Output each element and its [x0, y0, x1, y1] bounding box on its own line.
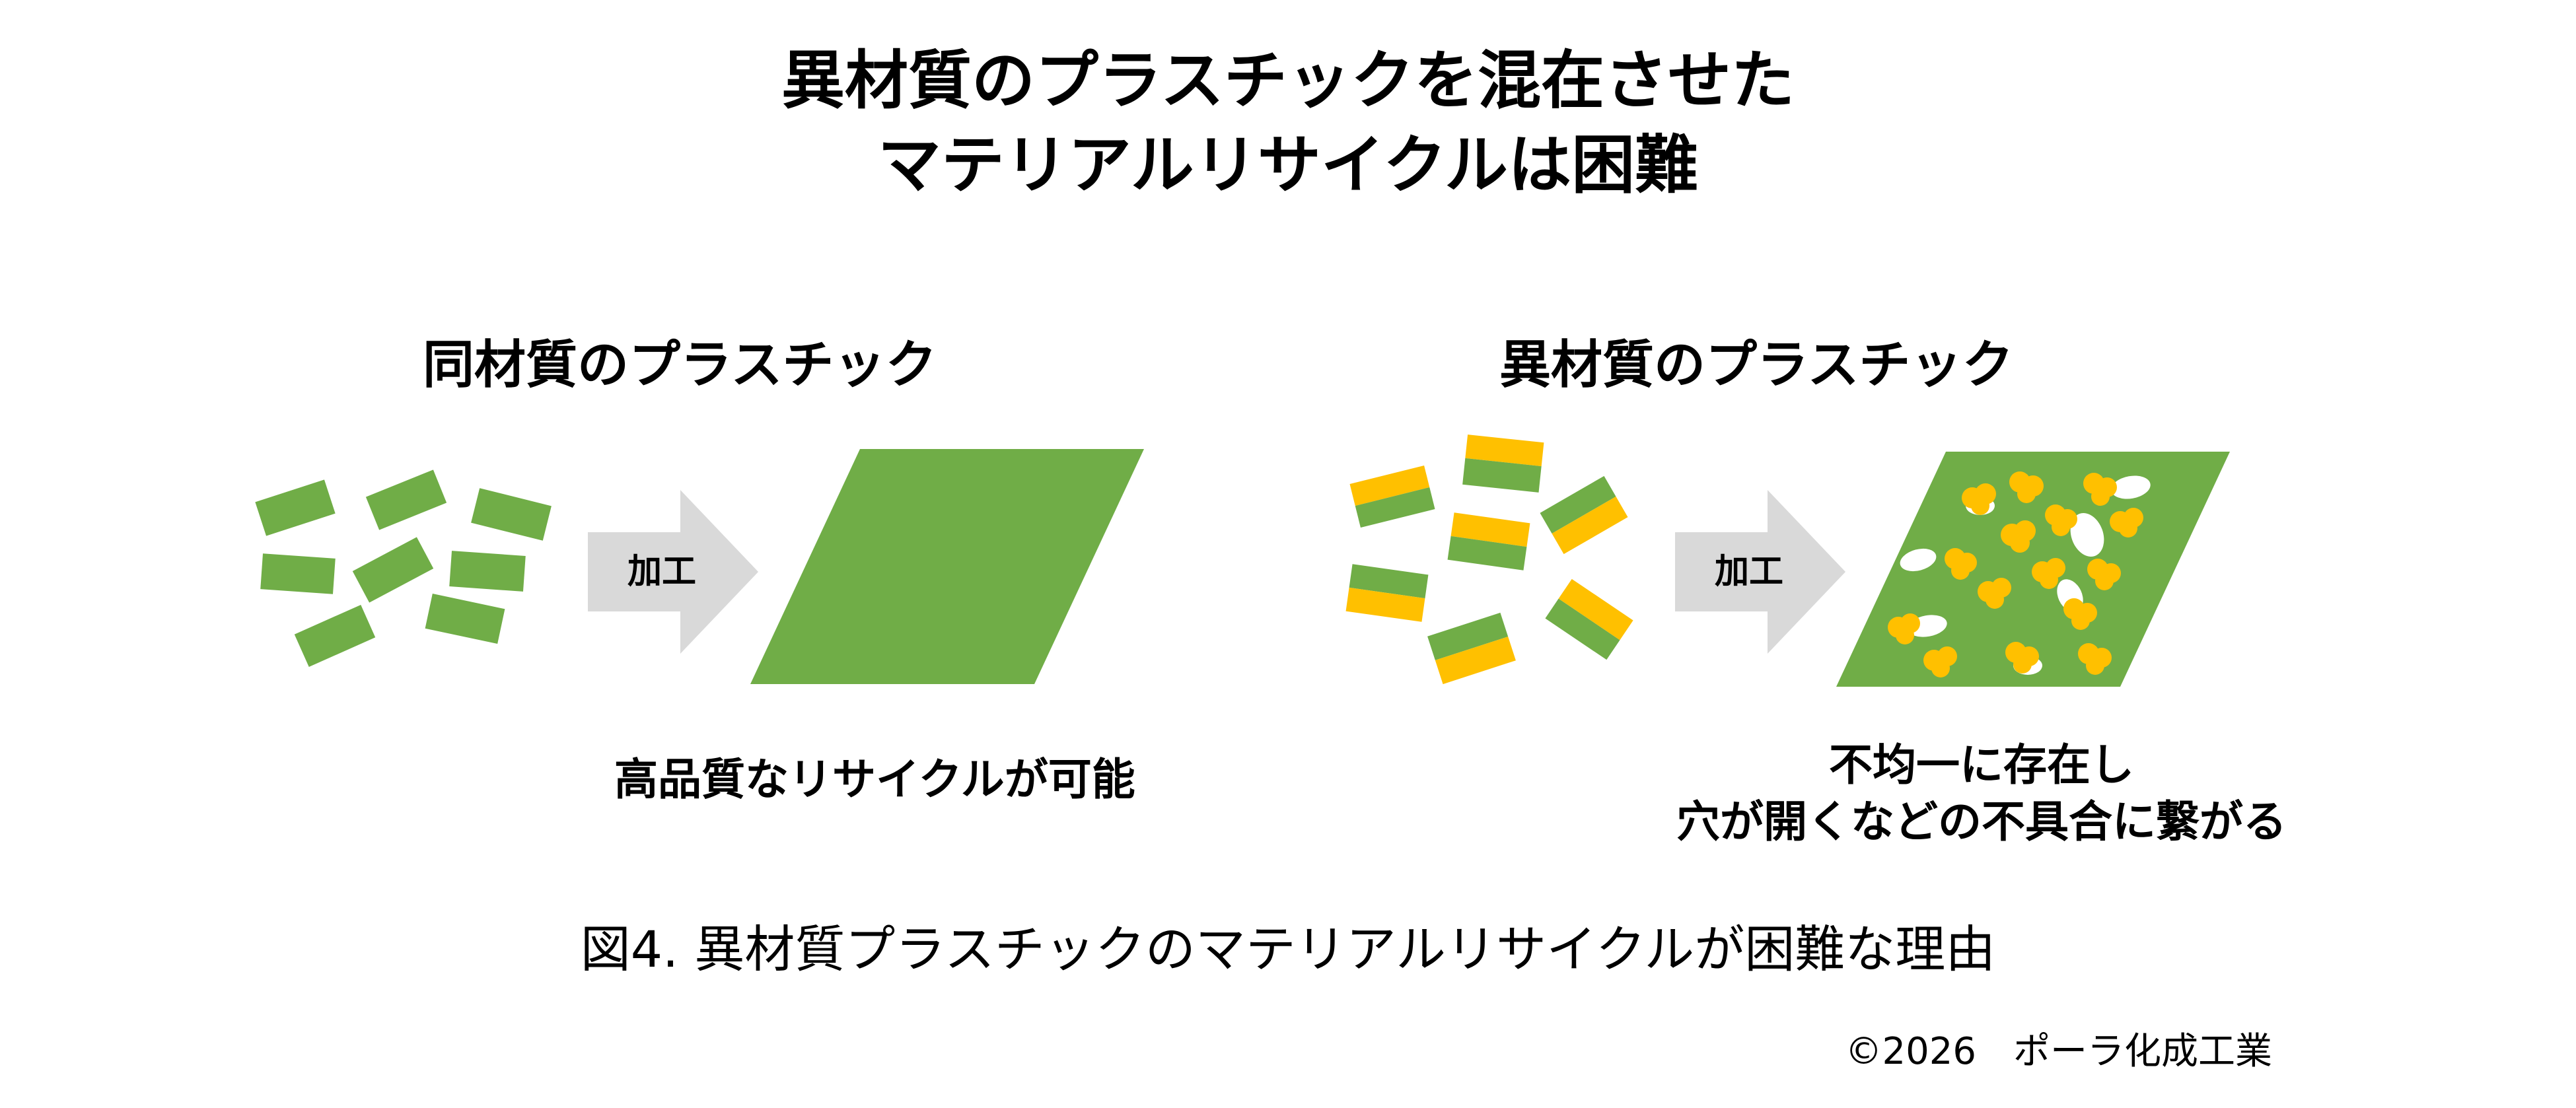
right-arrow-label: 加工	[1715, 552, 1783, 592]
green-flake	[353, 537, 433, 602]
green-flake	[425, 594, 505, 644]
green-flake	[471, 488, 552, 540]
left-result: 高品質なリサイクルが可能	[614, 751, 1135, 808]
right-result-line-1: 不均一に存在し	[1572, 737, 2391, 794]
left-arrow-label: 加工	[627, 552, 696, 592]
left-flakes	[255, 469, 552, 667]
mixed-flake	[1346, 564, 1429, 621]
green-flake	[260, 553, 335, 594]
mixed-flake	[1427, 613, 1516, 684]
mixed-flake	[1540, 476, 1628, 554]
green-flake	[366, 469, 447, 530]
mixed-flake	[1545, 579, 1633, 660]
right-output-sheet	[1836, 452, 2230, 687]
green-flake	[255, 479, 335, 536]
green-flake	[295, 605, 375, 667]
right-flakes	[1346, 434, 1633, 684]
copyright: ©2026 ポーラ化成工業	[1845, 1029, 2272, 1075]
mixed-flake	[1462, 434, 1544, 493]
right-result-line-2: 穴が開くなどの不具合に繋がる	[1572, 794, 2391, 850]
mixed-flake	[1349, 466, 1435, 528]
figure-caption: 図4. 異材質プラスチックのマテリアルリサイクルが困難な理由	[0, 919, 2576, 980]
green-flake	[449, 551, 525, 592]
right-result: 不均一に存在し 穴が開くなどの不具合に繋がる	[1572, 737, 2391, 850]
mixed-flake	[1448, 512, 1530, 570]
left-output-sheet	[750, 449, 1144, 684]
